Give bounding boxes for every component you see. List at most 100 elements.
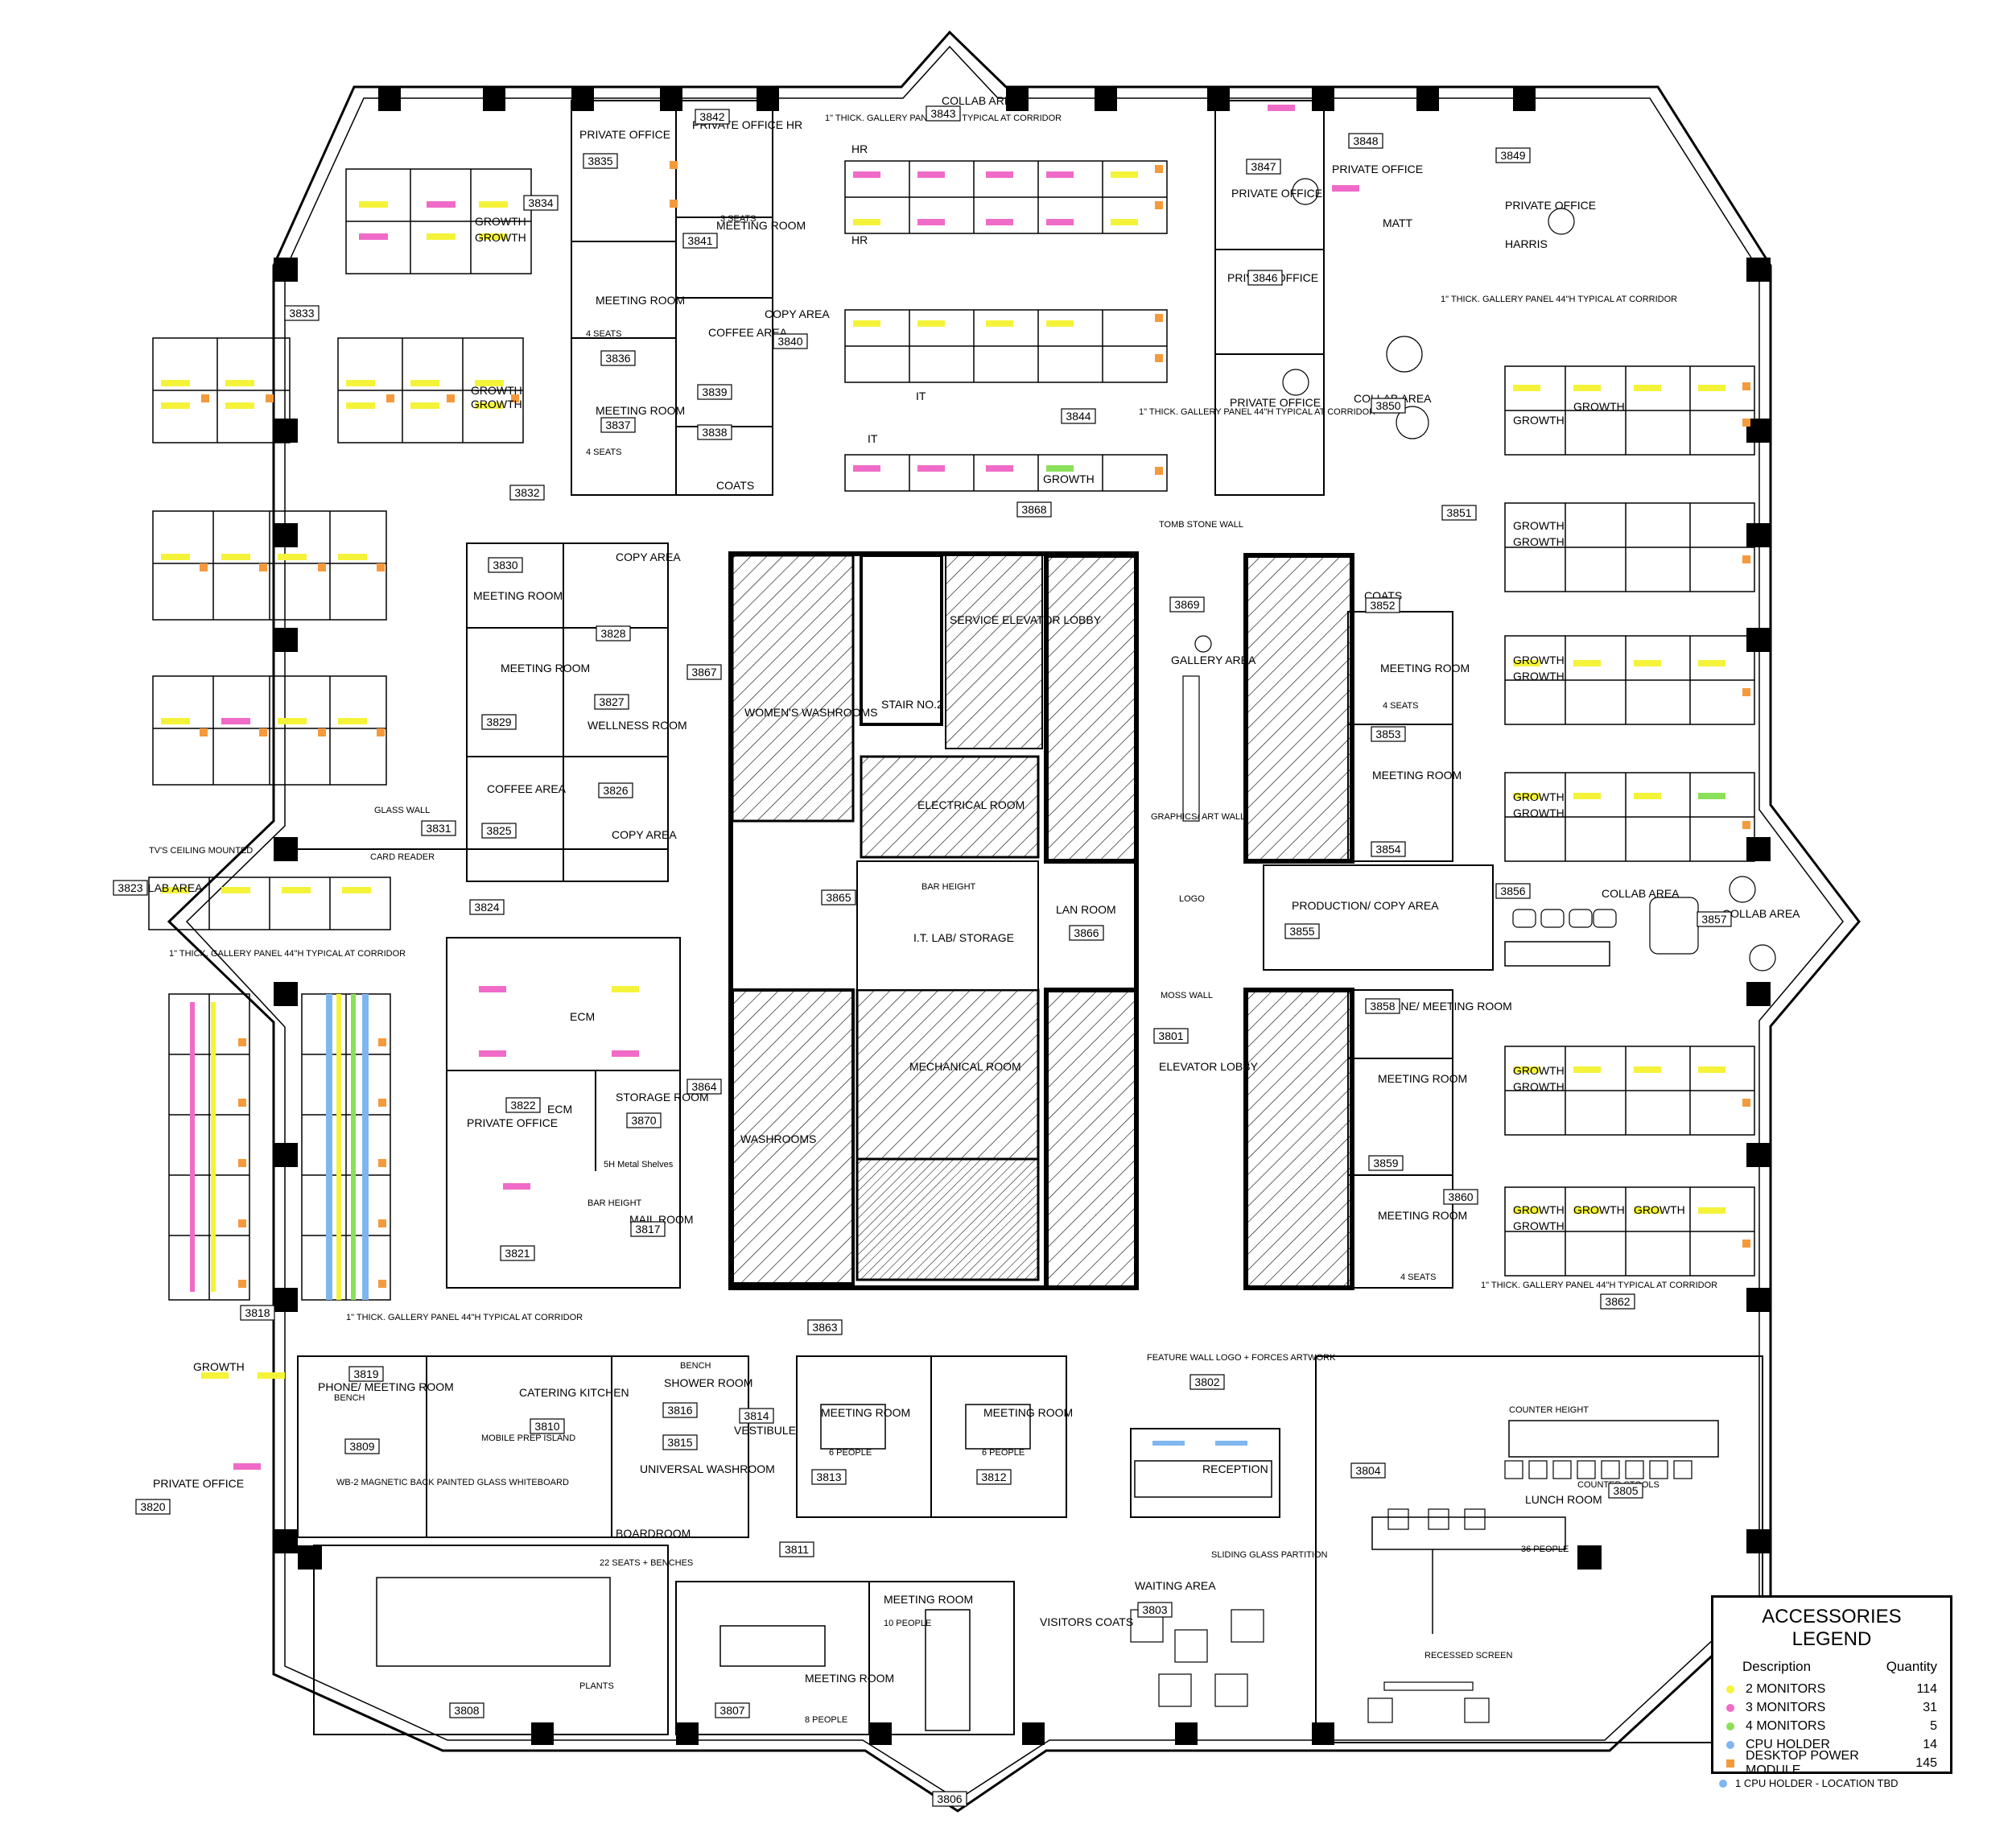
room-number-3855: 3855 bbox=[1284, 923, 1320, 939]
room-number-box bbox=[1016, 501, 1052, 518]
legend-label: CPU HOLDER bbox=[1746, 1737, 1830, 1751]
note-gallery-panel-44-right: 1" THICK. GALLERY PANEL 44"H TYPICAL AT … bbox=[1441, 295, 1677, 304]
label-lunch-room: LUNCH ROOM bbox=[1525, 1493, 1602, 1506]
legend-note: 1 CPU HOLDER - LOCATION TBD bbox=[1719, 1777, 1899, 1789]
label-growth-r6b: GROWTH bbox=[1573, 1203, 1625, 1216]
room-number-box bbox=[779, 1541, 814, 1557]
legend-row-cpu-holder: CPU HOLDER 14 bbox=[1726, 1735, 1937, 1754]
room-number-3850: 3850 bbox=[1371, 398, 1406, 414]
note-bar-height-3817: BAR HEIGHT bbox=[588, 1198, 642, 1208]
label-catering: CATERING KITCHEN bbox=[519, 1386, 629, 1399]
room-number-box bbox=[1608, 1483, 1643, 1499]
room-number-3824: 3824 bbox=[469, 899, 505, 915]
note-bar-height-3865: BAR HEIGHT bbox=[921, 882, 976, 892]
room-number-box bbox=[500, 1245, 535, 1261]
room-number-box bbox=[488, 557, 523, 573]
label-production: PRODUCTION/ COPY AREA bbox=[1292, 899, 1439, 912]
legend-row-3-monitors: 3 MONITORS 31 bbox=[1726, 1698, 1937, 1717]
label-stair2: STAIR NO.2 bbox=[881, 698, 943, 711]
label-meeting-room-3813: MEETING ROOM bbox=[821, 1406, 910, 1419]
room-number-box bbox=[1137, 1602, 1173, 1618]
label-meeting-room-3854: MEETING ROOM bbox=[1372, 769, 1462, 782]
label-growth-r6c: GROWTH bbox=[1634, 1203, 1685, 1216]
room-number-box bbox=[1371, 841, 1406, 857]
room-number-box bbox=[1443, 1189, 1478, 1205]
room-number-text: 3825 bbox=[486, 824, 511, 837]
note-moss-wall: MOSS WALL bbox=[1161, 991, 1213, 1000]
legend-row-4-monitors: 4 MONITORS 5 bbox=[1726, 1717, 1937, 1735]
room-number-3828: 3828 bbox=[596, 625, 631, 641]
room-number-text: 3820 bbox=[140, 1500, 165, 1513]
room-number-box bbox=[1061, 408, 1096, 424]
room-number-box bbox=[1246, 159, 1281, 175]
room-number-text: 3811 bbox=[785, 1543, 809, 1556]
label-meeting-room-3806: MEETING ROOM bbox=[884, 1593, 973, 1606]
legend-qty: 114 bbox=[1916, 1681, 1937, 1696]
note-4-seats-3853: 4 SEATS bbox=[1383, 701, 1418, 711]
note-8-people: 8 PEOPLE bbox=[805, 1715, 847, 1725]
room-number-3813: 3813 bbox=[811, 1469, 847, 1485]
label-private-office-3849: PRIVATE OFFICE bbox=[1505, 199, 1596, 212]
label-growth-3834a: GROWTH bbox=[475, 215, 526, 228]
room-number-text: 3868 bbox=[1021, 503, 1046, 516]
room-number-3868: 3868 bbox=[1016, 501, 1052, 518]
label-hr-bottom: HR bbox=[851, 233, 868, 246]
note-sliding-glass: SLIDING GLASS PARTITION bbox=[1211, 1550, 1328, 1560]
room-number-3830: 3830 bbox=[488, 557, 523, 573]
room-number-text: 3863 bbox=[812, 1321, 837, 1334]
label-growth-r1: GROWTH bbox=[1513, 414, 1565, 427]
legend-qty: 14 bbox=[1923, 1737, 1937, 1751]
room-number-box bbox=[926, 105, 961, 122]
room-number-box bbox=[523, 195, 559, 211]
note-mobile-prep: MOBILE PREP ISLAND bbox=[481, 1433, 575, 1443]
room-number-text: 3821 bbox=[505, 1247, 530, 1260]
room-number-3860: 3860 bbox=[1443, 1189, 1478, 1205]
note-feature-wall: FEATURE WALL LOGO + FORCES ARTWORK bbox=[1147, 1353, 1336, 1363]
room-number-3822: 3822 bbox=[505, 1097, 541, 1113]
room-number-box bbox=[481, 823, 517, 839]
accessory-markers bbox=[161, 105, 1750, 1470]
note-gallery-panel-44-bottom: 1" THICK. GALLERY PANEL 44"H TYPICAL AT … bbox=[346, 1313, 583, 1322]
label-coats-3838: COATS bbox=[716, 479, 754, 492]
label-growth-3832b: GROWTH bbox=[471, 398, 522, 410]
room-number-box bbox=[686, 1079, 722, 1095]
room-number-tags: 3801380238033804380538063807380838093810… bbox=[113, 105, 1732, 1807]
room-number-text: 3814 bbox=[744, 1409, 769, 1422]
label-collab-area-3857: COLLAB AREA bbox=[1722, 907, 1800, 920]
room-number-3817: 3817 bbox=[630, 1221, 666, 1237]
room-number-text: 3864 bbox=[691, 1080, 716, 1093]
room-number-text: 3828 bbox=[600, 627, 625, 640]
room-number-3826: 3826 bbox=[598, 782, 633, 798]
label-growth-r5: GROWTH bbox=[1513, 1064, 1565, 1077]
note-bench-3819: BENCH bbox=[334, 1393, 365, 1403]
room-number-text: 3829 bbox=[486, 716, 511, 728]
room-number-3846: 3846 bbox=[1247, 270, 1283, 286]
room-number-text: 3841 bbox=[687, 234, 712, 247]
room-number-text: 3837 bbox=[605, 419, 630, 431]
room-number-box bbox=[682, 233, 718, 249]
room-number-3838: 3838 bbox=[697, 424, 732, 440]
note-gallery-panel-44-r2: 1" THICK. GALLERY PANEL 44"H TYPICAL AT … bbox=[1481, 1281, 1717, 1290]
room-number-text: 3805 bbox=[1613, 1484, 1638, 1497]
label-phone-meeting: PHONE/ MEETING ROOM bbox=[1376, 1000, 1512, 1013]
note-gallery-panel-44-mid: 1" THICK. GALLERY PANEL 44"H TYPICAL AT … bbox=[1139, 407, 1375, 417]
room-number-box bbox=[773, 333, 808, 349]
room-number-text: 3867 bbox=[691, 666, 716, 679]
room-number-box bbox=[807, 1319, 843, 1335]
note-graphics-wall: GRAPHICS/ ART WALL bbox=[1151, 812, 1245, 822]
room-number-text: 3855 bbox=[1289, 925, 1314, 938]
annotations: 1" THICK. GALLERY PANEL 42"H TYPICAL AT … bbox=[149, 113, 1717, 1725]
room-number-text: 3832 bbox=[514, 486, 539, 499]
room-number-text: 3801 bbox=[1158, 1029, 1183, 1042]
room-number-text: 3842 bbox=[699, 110, 724, 123]
room-number-3802: 3802 bbox=[1189, 1374, 1225, 1390]
room-number-box bbox=[348, 1366, 384, 1382]
note-3-seats-3841: 3 SEATS bbox=[720, 214, 756, 224]
room-number-box bbox=[1600, 1293, 1635, 1310]
room-number-box bbox=[600, 350, 636, 366]
room-number-3827: 3827 bbox=[594, 694, 629, 710]
room-number-3831: 3831 bbox=[421, 820, 456, 836]
label-gallery-area: GALLERY AREA bbox=[1171, 654, 1256, 666]
room-number-box bbox=[530, 1418, 565, 1434]
room-number-box bbox=[630, 1221, 666, 1237]
